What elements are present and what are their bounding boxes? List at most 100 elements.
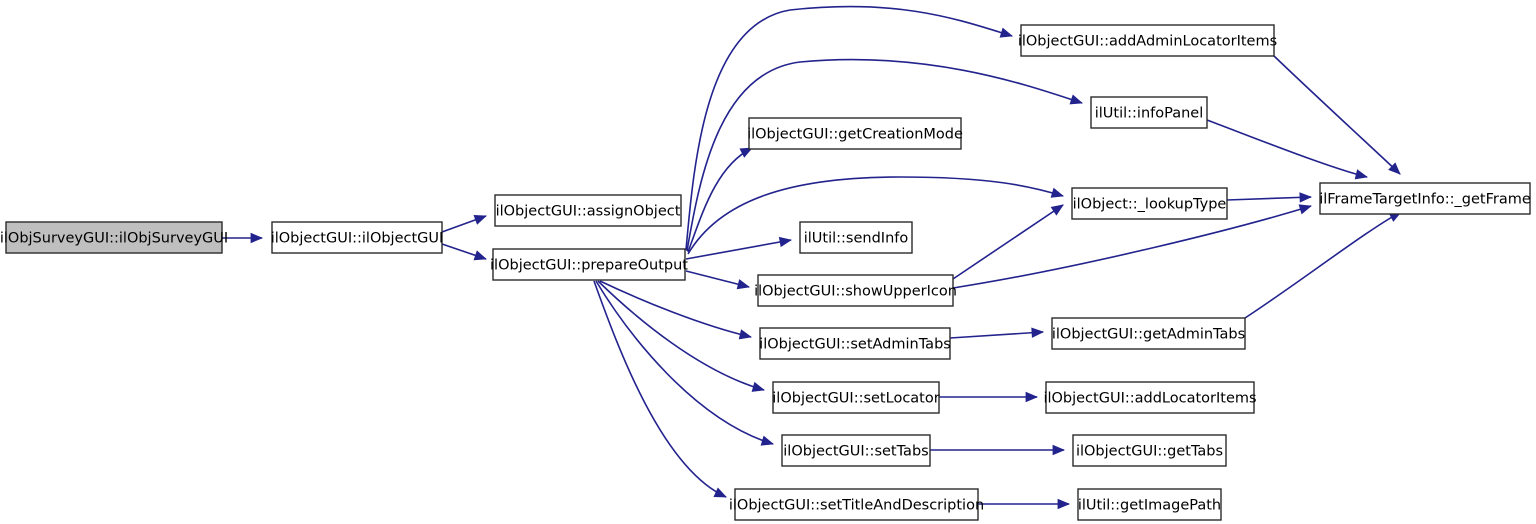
node-label: ilObjSurveyGUI::ilObjSurveyGUI [0, 231, 228, 247]
edge-infoPanel-to-getFrame [1206, 119, 1369, 180]
edge-ilObjSurveyGUI_ctor-to-ilObjectGUI_ctor [222, 232, 264, 244]
graph-node-setTabs[interactable]: ilObjectGUI::setTabs [781, 434, 931, 467]
edge-line [949, 331, 1044, 339]
arrow-head-icon [760, 435, 774, 446]
graph-node-addLocatorItems[interactable]: ilObjectGUI::addLocatorItems [1043, 381, 1257, 414]
arrow-head-icon [1298, 204, 1312, 215]
graph-node-sendInfo[interactable]: ilUtil::sendInfo [799, 221, 913, 254]
edge-line [595, 280, 774, 445]
edge-prepareOutput-to-setTitleAndDescription [593, 280, 727, 498]
node-label: ilObjectGUI::showUpperIcon [754, 284, 957, 300]
graph-node-getTabs[interactable]: ilObjectGUI::getTabs [1072, 434, 1227, 467]
edge-prepareOutput-to-setAdminTabs [599, 280, 753, 340]
arrow-head-icon [999, 27, 1013, 38]
node-label: ilObjectGUI::assignObject [496, 204, 681, 220]
graph-node-getAdminTabs[interactable]: ilObjectGUI::getAdminTabs [1051, 317, 1246, 350]
node-box[interactable] [492, 248, 686, 281]
node-box[interactable] [734, 488, 979, 521]
node-label: ilFrameTargetInfo::_getFrame [1319, 192, 1531, 208]
arrow-head-icon [738, 329, 753, 340]
edge-showUpperIcon-to-getFrame [952, 204, 1312, 289]
node-label: ilObjectGUI::setTitleAndDescription [729, 498, 984, 514]
graph-node-ilObjSurveyGUI_ctor[interactable]: ilObjSurveyGUI::ilObjSurveyGUI [0, 221, 228, 254]
graph-node-setLocator[interactable]: ilObjectGUI::setLocator [772, 381, 940, 414]
node-label: ilObjectGUI::getAdminTabs [1052, 327, 1245, 343]
node-box[interactable] [748, 117, 962, 150]
edge-line [685, 239, 792, 260]
graph-node-setAdminTabs[interactable]: ilObjectGUI::setAdminTabs [759, 327, 951, 360]
arrow-head-icon [1031, 327, 1045, 338]
node-label: ilObjectGUI::setAdminTabs [759, 337, 951, 353]
graph-node-getCreationMode[interactable]: ilObjectGUI::getCreationMode [747, 117, 963, 150]
edge-line [597, 280, 765, 391]
edge-prepareOutput-to-sendInfo [685, 236, 793, 260]
arrow-head-icon [736, 279, 751, 290]
node-box[interactable] [1319, 182, 1531, 215]
node-box[interactable] [772, 381, 940, 414]
node-box[interactable] [759, 327, 951, 360]
arrow-head-icon [1052, 444, 1066, 456]
node-box[interactable] [1072, 434, 1227, 467]
graph-node-assignObject[interactable]: ilObjectGUI::assignObject [494, 194, 682, 227]
node-box[interactable] [781, 434, 931, 467]
edge-showUpperIcon-to-lookupType [949, 204, 1064, 282]
node-box[interactable] [271, 221, 443, 254]
edge-setLocator-to-addLocatorItems [939, 391, 1039, 403]
node-label: ilObjectGUI::addLocatorItems [1043, 391, 1256, 407]
arrow-head-icon [1050, 187, 1064, 198]
arrow-head-icon [739, 147, 753, 158]
node-box[interactable] [1077, 488, 1222, 521]
edge-line [1273, 55, 1401, 175]
edge-lookupType-to-getFrame [1226, 192, 1313, 203]
edge-prepareOutput-to-showUpperIcon [685, 270, 751, 290]
node-label: ilObjectGUI::addAdminLocatorItems [1018, 34, 1277, 50]
node-box[interactable] [1071, 187, 1228, 220]
edge-line [685, 5, 1013, 251]
edge-line [952, 205, 1312, 289]
graph-node-addAdminLocatorItems[interactable]: ilObjectGUI::addAdminLocatorItems [1018, 24, 1277, 57]
edge-line [949, 204, 1064, 282]
edge-setTitleAndDescription-to-getImagePath [978, 498, 1071, 510]
edge-ilObjectGUI_ctor-to-prepareOutput [441, 243, 487, 261]
graph-node-infoPanel[interactable]: ilUtil::infoPanel [1090, 96, 1208, 129]
node-box[interactable] [494, 194, 682, 227]
node-label: ilObjectGUI::getCreationMode [747, 127, 963, 143]
arrow-head-icon [1388, 162, 1401, 175]
edge-setAdminTabs-to-getAdminTabs [949, 327, 1045, 339]
graph-node-ilObjectGUI_ctor[interactable]: ilObjectGUI::ilObjectGUI [271, 221, 444, 254]
arrow-head-icon [1354, 169, 1369, 180]
node-box[interactable] [1020, 24, 1275, 57]
node-box[interactable] [1051, 317, 1246, 350]
edge-prepareOutput-to-infoPanel [686, 58, 1083, 252]
arrow-head-icon [250, 232, 264, 244]
graph-node-showUpperIcon[interactable]: ilObjectGUI::showUpperIcon [754, 274, 957, 307]
node-box[interactable] [799, 221, 913, 254]
arrow-head-icon [1299, 192, 1313, 203]
graph-node-getFrame[interactable]: ilFrameTargetInfo::_getFrame [1319, 182, 1531, 215]
arrow-head-icon [713, 487, 727, 498]
edge-line [687, 147, 753, 253]
graph-node-getImagePath[interactable]: ilUtil::getImagePath [1077, 488, 1222, 521]
node-box[interactable] [1045, 381, 1255, 414]
node-label: ilObject::_lookupType [1073, 197, 1227, 213]
arrow-head-icon [1050, 204, 1064, 216]
edge-line [687, 176, 1064, 255]
graph-node-lookupType[interactable]: ilObject::_lookupType [1071, 187, 1228, 220]
arrow-head-icon [1057, 498, 1071, 510]
edge-prepareOutput-to-getCreationMode [687, 147, 753, 253]
edge-line [593, 280, 727, 498]
arrow-head-icon [473, 215, 487, 225]
arrow-head-icon [751, 381, 765, 392]
node-box[interactable] [757, 274, 954, 307]
graph-node-setTitleAndDescription[interactable]: ilObjectGUI::setTitleAndDescription [729, 488, 984, 521]
node-label: ilObjectGUI::setTabs [783, 444, 928, 460]
arrow-head-icon [1069, 94, 1083, 105]
node-box[interactable] [1090, 96, 1208, 129]
node-box[interactable] [5, 221, 223, 254]
node-label: ilObjectGUI::setLocator [772, 391, 939, 407]
edges-layer [222, 5, 1402, 510]
edge-prepareOutput-to-setTabs [595, 280, 774, 446]
edge-prepareOutput-to-addAdminLocatorItems [685, 5, 1013, 251]
graph-node-prepareOutput[interactable]: ilObjectGUI::prepareOutput [490, 248, 688, 281]
